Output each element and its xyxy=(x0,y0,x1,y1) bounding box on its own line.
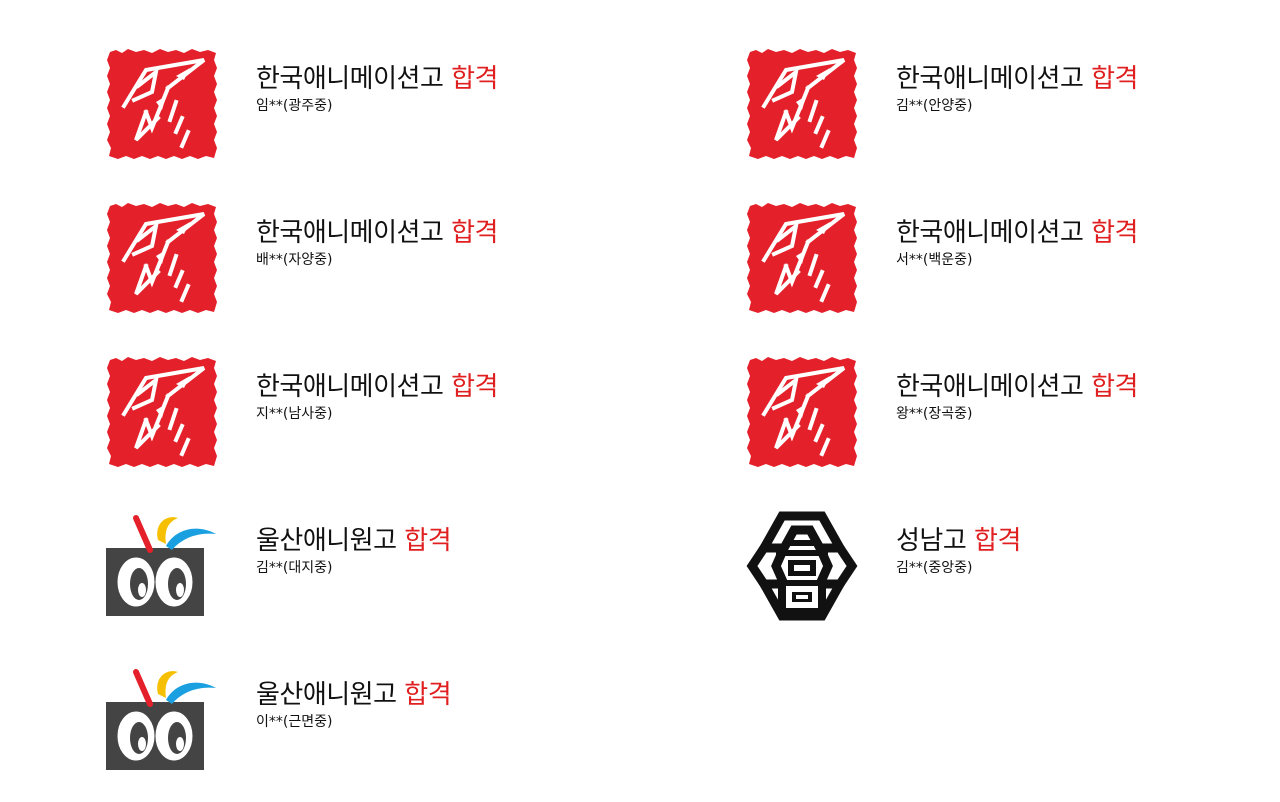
pass-status: 합격 xyxy=(1091,372,1138,402)
result-text: 울산애니원고 합격 김**(대지중) xyxy=(256,524,452,578)
result-text: 한국애니메이션고 합격 김**(안양중) xyxy=(896,62,1138,116)
result-card-7: 울산애니원고 합격 김**(대지중) xyxy=(106,510,666,630)
ulsan-ani-hs-logo-icon xyxy=(106,664,218,776)
school-name: 울산애니원고 xyxy=(256,526,397,556)
student-info: 김**(중앙중) xyxy=(896,560,973,576)
korea-animation-hs-logo-icon xyxy=(746,48,858,160)
result-headline: 울산애니원고 합격 xyxy=(256,524,452,558)
result-card-3: 한국애니메이션고 합격 배**(자양중) xyxy=(106,202,666,322)
school-name: 한국애니메이션고 xyxy=(256,218,444,248)
result-card-1: 한국애니메이션고 합격 임**(광주중) xyxy=(106,48,666,168)
result-text: 울산애니원고 합격 이**(근면중) xyxy=(256,678,452,732)
student-info: 임**(광주중) xyxy=(256,98,333,114)
result-headline: 한국애니메이션고 합격 xyxy=(256,216,498,250)
seongnam-hs-logo-icon xyxy=(746,510,858,622)
korea-animation-hs-logo-icon xyxy=(106,356,218,468)
result-headline: 성남고 합격 xyxy=(896,524,1021,558)
korea-animation-hs-logo-icon xyxy=(106,202,218,314)
student-info: 지**(남사중) xyxy=(256,406,333,422)
pass-status: 합격 xyxy=(451,372,498,402)
result-card-8: 성남고 합격 김**(중앙중) xyxy=(746,510,1280,630)
result-text: 한국애니메이션고 합격 왕**(장곡중) xyxy=(896,370,1138,424)
korea-animation-hs-logo-icon xyxy=(746,202,858,314)
school-name: 한국애니메이션고 xyxy=(256,64,444,94)
korea-animation-hs-logo-icon xyxy=(106,48,218,160)
student-info: 왕**(장곡중) xyxy=(896,406,973,422)
result-headline: 울산애니원고 합격 xyxy=(256,678,452,712)
result-text: 한국애니메이션고 합격 배**(자양중) xyxy=(256,216,498,270)
student-info: 김**(대지중) xyxy=(256,560,333,576)
result-headline: 한국애니메이션고 합격 xyxy=(256,62,498,96)
result-card-9: 울산애니원고 합격 이**(근면중) xyxy=(106,664,666,784)
result-headline: 한국애니메이션고 합격 xyxy=(896,370,1138,404)
result-headline: 한국애니메이션고 합격 xyxy=(896,62,1138,96)
result-text: 한국애니메이션고 합격 임**(광주중) xyxy=(256,62,498,116)
pass-status: 합격 xyxy=(451,64,498,94)
school-name: 울산애니원고 xyxy=(256,680,397,710)
student-info: 김**(안양중) xyxy=(896,98,973,114)
student-info: 서**(백운중) xyxy=(896,252,973,268)
korea-animation-hs-logo-icon xyxy=(746,356,858,468)
school-name: 한국애니메이션고 xyxy=(896,372,1084,402)
school-name: 성남고 xyxy=(896,526,967,556)
school-name: 한국애니메이션고 xyxy=(896,64,1084,94)
school-name: 한국애니메이션고 xyxy=(896,218,1084,248)
student-info: 이**(근면중) xyxy=(256,714,333,730)
pass-status: 합격 xyxy=(451,218,498,248)
pass-status: 합격 xyxy=(404,526,452,556)
result-text: 한국애니메이션고 합격 지**(남사중) xyxy=(256,370,498,424)
result-card-4: 한국애니메이션고 합격 서**(백운중) xyxy=(746,202,1280,322)
student-info: 배**(자양중) xyxy=(256,252,333,268)
result-headline: 한국애니메이션고 합격 xyxy=(896,216,1138,250)
result-card-6: 한국애니메이션고 합격 왕**(장곡중) xyxy=(746,356,1280,476)
pass-status: 합격 xyxy=(1091,218,1138,248)
result-card-5: 한국애니메이션고 합격 지**(남사중) xyxy=(106,356,666,476)
school-name: 한국애니메이션고 xyxy=(256,372,444,402)
result-card-2: 한국애니메이션고 합격 김**(안양중) xyxy=(746,48,1280,168)
pass-status: 합격 xyxy=(1091,64,1138,94)
ulsan-ani-hs-logo-icon xyxy=(106,510,218,622)
pass-status: 합격 xyxy=(404,680,452,710)
result-headline: 한국애니메이션고 합격 xyxy=(256,370,498,404)
result-text: 성남고 합격 김**(중앙중) xyxy=(896,524,1021,578)
result-text: 한국애니메이션고 합격 서**(백운중) xyxy=(896,216,1138,270)
pass-status: 합격 xyxy=(974,526,1021,556)
